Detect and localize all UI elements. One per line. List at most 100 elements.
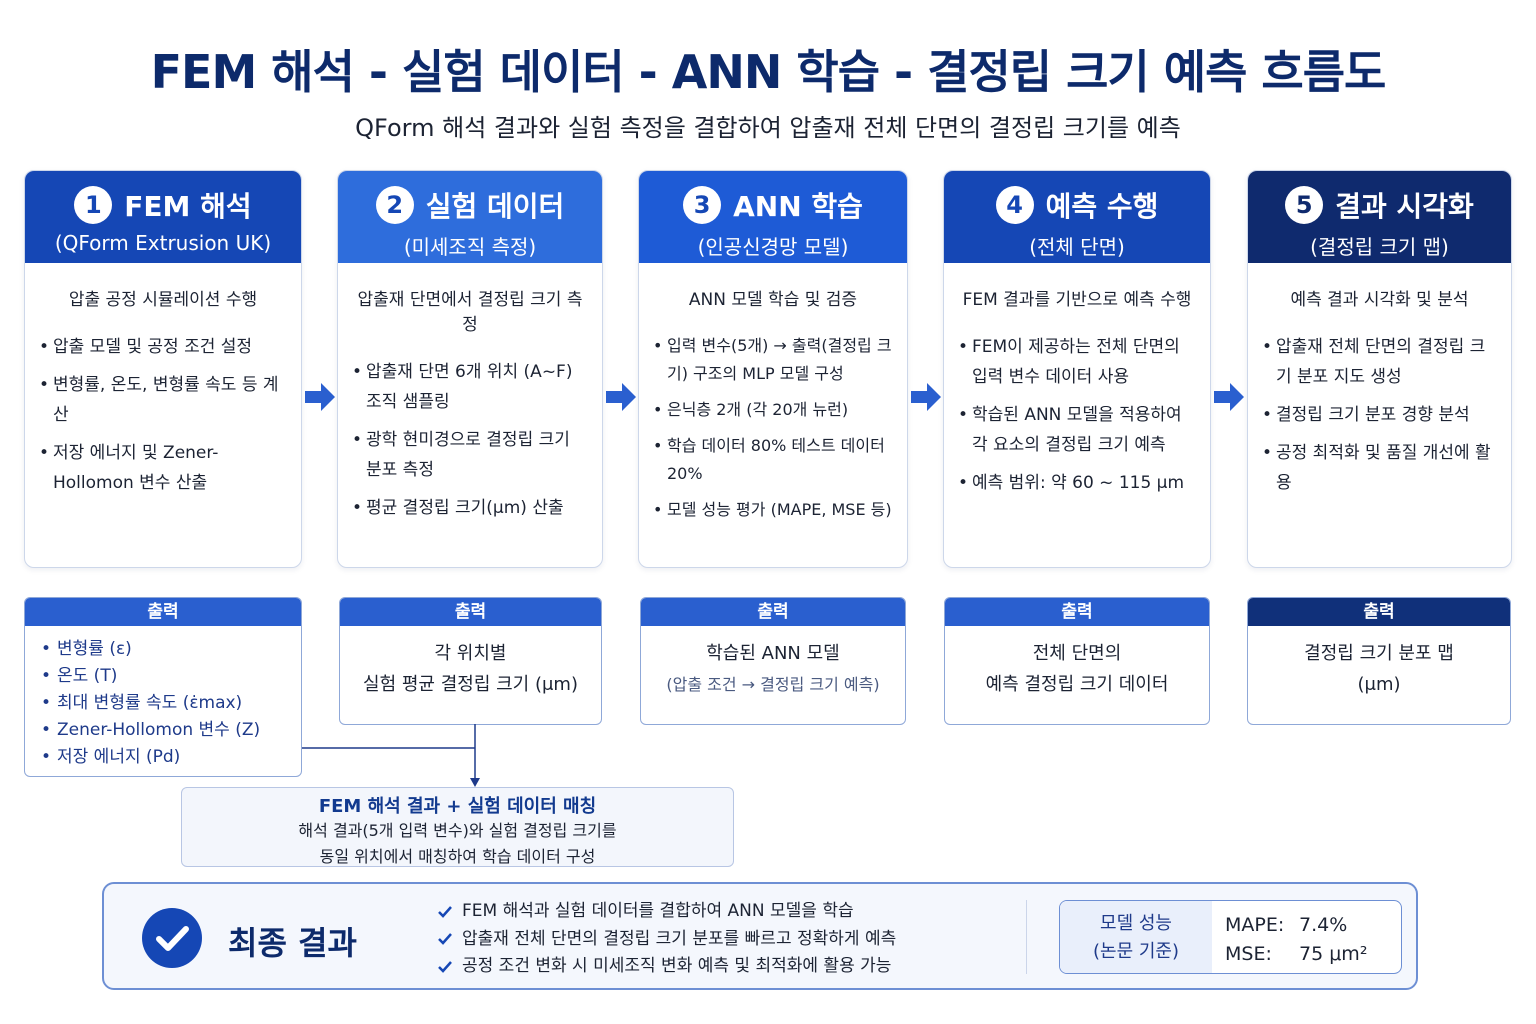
- performance-label: 모델 성능 (논문 기준): [1060, 901, 1212, 973]
- step-card-predict: 4 예측 수행 (전체 단면) FEM 결과를 기반으로 예측 수행 FEM이 …: [943, 170, 1211, 568]
- mape-row: MAPE: 7.4%: [1225, 911, 1367, 940]
- step-bullet: 은닉층 2개 (각 20개 뉴런): [653, 396, 893, 424]
- arrow-right-icon: [606, 383, 636, 411]
- matching-title: FEM 해석 결과 + 실험 데이터 매칭: [318, 796, 597, 817]
- output-box-visualize: 출력 결정립 크기 분포 맵 (μm): [1247, 597, 1511, 725]
- final-point: 공정 조건 변화 시 미세조직 변화 예측 및 최적화에 활용 가능: [436, 953, 896, 981]
- output-header: 출력: [945, 598, 1209, 626]
- step-bullet: 학습된 ANN 모델을 적용하여 각 요소의 결정립 크기 예측: [958, 400, 1196, 460]
- output-header: 출력: [1248, 598, 1510, 626]
- output-line: (μm): [1357, 674, 1401, 695]
- step-lead: ANN 모델 학습 및 검증: [688, 290, 858, 310]
- output-item: 온도 (T): [41, 663, 301, 690]
- step-header: 3 ANN 학습 (인공신경망 모델): [639, 171, 907, 263]
- output-line: 전체 단면의: [1032, 643, 1122, 664]
- output-item: 변형률 (ε): [41, 636, 301, 663]
- step-number-badge: 4: [995, 186, 1034, 224]
- step-lead: FEM 결과를 기반으로 예측 수행: [962, 290, 1192, 310]
- output-header: 출력: [641, 598, 905, 626]
- checkmark-icon: [438, 905, 452, 918]
- step-subtitle: (미세조직 측정): [403, 235, 537, 259]
- step-title: 결과 시각화: [1335, 190, 1474, 223]
- arrow-right-icon: [305, 383, 335, 411]
- divider: [1026, 900, 1027, 974]
- final-result-label: 최종 결과: [228, 924, 357, 962]
- output-header: 출력: [340, 598, 601, 626]
- final-point: FEM 해석과 실험 데이터를 결합하여 ANN 모델을 학습: [436, 898, 896, 926]
- step-card-experiment: 2 실험 데이터 (미세조직 측정) 압출재 단면에서 결정립 크기 측정 압출…: [337, 170, 603, 568]
- step-title: FEM 해석: [124, 190, 252, 223]
- step-bullet: FEM이 제공하는 전체 단면의 입력 변수 데이터 사용: [958, 332, 1196, 392]
- step-number-badge: 1: [74, 186, 113, 224]
- performance-label-line: (논문 기준): [1092, 941, 1179, 962]
- step-title: 실험 데이터: [425, 190, 565, 223]
- mape-value: 7.4%: [1299, 914, 1348, 936]
- connector-arrow: [302, 724, 480, 787]
- output-box-fem: 출력 변형률 (ε) 온도 (T) 최대 변형률 속도 (ε̇max) Zene…: [24, 597, 302, 777]
- final-point-text: 공정 조건 변화 시 미세조직 변화 예측 및 최적화에 활용 가능: [462, 956, 892, 976]
- step-lead: 압출재 단면에서 결정립 크기 측정: [357, 290, 583, 335]
- output-item: Zener-Hollomon 변수 (Z): [41, 717, 301, 744]
- mape-key: MAPE:: [1225, 914, 1285, 936]
- step-bullet: 압출 모델 및 공정 조건 설정: [39, 332, 287, 362]
- step-subtitle: (QForm Extrusion UK): [54, 231, 272, 255]
- step-header: 5 결과 시각화 (결정립 크기 맵): [1248, 171, 1511, 263]
- step-number-badge: 3: [683, 186, 722, 224]
- output-header: 출력: [25, 598, 301, 626]
- step-lead: 압출 공정 시뮬레이션 수행: [68, 290, 258, 310]
- arrow-right-icon: [911, 383, 941, 411]
- step-bullet: 학습 데이터 80% 테스트 데이터 20%: [653, 432, 893, 488]
- step-title: 예측 수행: [1045, 190, 1159, 223]
- step-card-ann: 3 ANN 학습 (인공신경망 모델) ANN 모델 학습 및 검증 입력 변수…: [638, 170, 908, 568]
- step-bullet: 입력 변수(5개) → 출력(결정립 크기) 구조의 MLP 모델 구성: [653, 332, 893, 388]
- step-card-visualize: 5 결과 시각화 (결정립 크기 맵) 예측 결과 시각화 및 분석 압출재 전…: [1247, 170, 1512, 568]
- step-bullet: 광학 현미경으로 결정립 크기 분포 측정: [352, 425, 588, 485]
- output-item: 최대 변형률 속도 (ε̇max): [41, 690, 301, 717]
- step-lead: 예측 결과 시각화 및 분석: [1290, 290, 1469, 310]
- arrow-right-icon: [1214, 383, 1244, 411]
- final-result-panel: 최종 결과 FEM 해석과 실험 데이터를 결합하여 ANN 모델을 학습 압출…: [102, 882, 1418, 990]
- output-box-ann: 출력 학습된 ANN 모델 (압출 조건 → 결정립 크기 예측): [640, 597, 906, 725]
- output-line: 결정립 크기 분포 맵: [1304, 643, 1454, 664]
- step-subtitle: (결정립 크기 맵): [1310, 235, 1449, 259]
- model-performance-box: 모델 성능 (논문 기준) MAPE: 7.4% MSE: 75 μm²: [1059, 900, 1402, 974]
- matching-line: 동일 위치에서 매칭하여 학습 데이터 구성: [319, 847, 596, 866]
- page-title: FEM 해석 - 실험 데이터 - ANN 학습 - 결정립 크기 예측 흐름도: [150, 45, 1387, 99]
- matching-box: FEM 해석 결과 + 실험 데이터 매칭 해석 결과(5개 입력 변수)와 실…: [181, 787, 734, 867]
- output-line: 실험 평균 결정립 크기 (μm): [363, 674, 578, 695]
- step-bullet: 평균 결정립 크기(μm) 산출: [352, 493, 588, 523]
- final-point-text: 압출재 전체 단면의 결정립 크기 분포를 빠르고 정확하게 예측: [462, 928, 897, 949]
- step-header: 1 FEM 해석 (QForm Extrusion UK): [25, 171, 301, 263]
- check-circle-icon: [142, 908, 202, 968]
- step-number-badge: 2: [375, 186, 414, 224]
- matching-line: 해석 결과(5개 입력 변수)와 실험 결정립 크기를: [298, 821, 617, 840]
- output-box-predict: 출력 전체 단면의 예측 결정립 크기 데이터: [944, 597, 1210, 725]
- step-bullet: 모델 성능 평가 (MAPE, MSE 등): [653, 496, 893, 524]
- output-item: 저장 에너지 (Pd): [41, 744, 301, 771]
- step-subtitle: (인공신경망 모델): [697, 235, 849, 259]
- page-subtitle: QForm 해석 결과와 실험 측정을 결합하여 압출재 전체 단면의 결정립 …: [355, 114, 1181, 142]
- step-card-fem: 1 FEM 해석 (QForm Extrusion UK) 압출 공정 시뮬레이…: [24, 170, 302, 568]
- final-point: 압출재 전체 단면의 결정립 크기 분포를 빠르고 정확하게 예측: [436, 926, 896, 954]
- step-bullet: 압출재 단면 6개 위치 (A~F) 조직 샘플링: [352, 357, 588, 417]
- step-bullet: 변형률, 온도, 변형률 속도 등 계산: [39, 370, 287, 430]
- final-point-text: FEM 해석과 실험 데이터를 결합하여 ANN 모델을 학습: [462, 901, 854, 921]
- performance-label-line: 모델 성능: [1100, 913, 1172, 934]
- step-bullet: 압출재 전체 단면의 결정립 크기 분포 지도 생성: [1262, 332, 1497, 392]
- step-number-badge: 5: [1285, 186, 1324, 224]
- output-box-experiment: 출력 각 위치별 실험 평균 결정립 크기 (μm): [339, 597, 602, 725]
- checkmark-icon: [438, 960, 452, 973]
- checkmark-icon: [438, 933, 452, 946]
- mse-value: 75 μm²: [1299, 943, 1368, 965]
- output-line: 예측 결정립 크기 데이터: [985, 674, 1169, 695]
- step-bullet: 저장 에너지 및 Zener-Hollomon 변수 산출: [39, 438, 287, 498]
- output-line: 각 위치별: [434, 643, 507, 664]
- output-line: (압출 조건 → 결정립 크기 예측): [666, 675, 880, 694]
- step-subtitle: (전체 단면): [1029, 235, 1125, 259]
- mse-row: MSE: 75 μm²: [1225, 940, 1367, 969]
- output-line: 학습된 ANN 모델: [706, 643, 840, 664]
- step-bullet: 예측 범위: 약 60 ~ 115 μm: [958, 468, 1196, 498]
- step-bullet: 공정 최적화 및 품질 개선에 활용: [1262, 438, 1497, 498]
- step-bullet: 결정립 크기 분포 경향 분석: [1262, 400, 1497, 430]
- step-header: 4 예측 수행 (전체 단면): [944, 171, 1210, 263]
